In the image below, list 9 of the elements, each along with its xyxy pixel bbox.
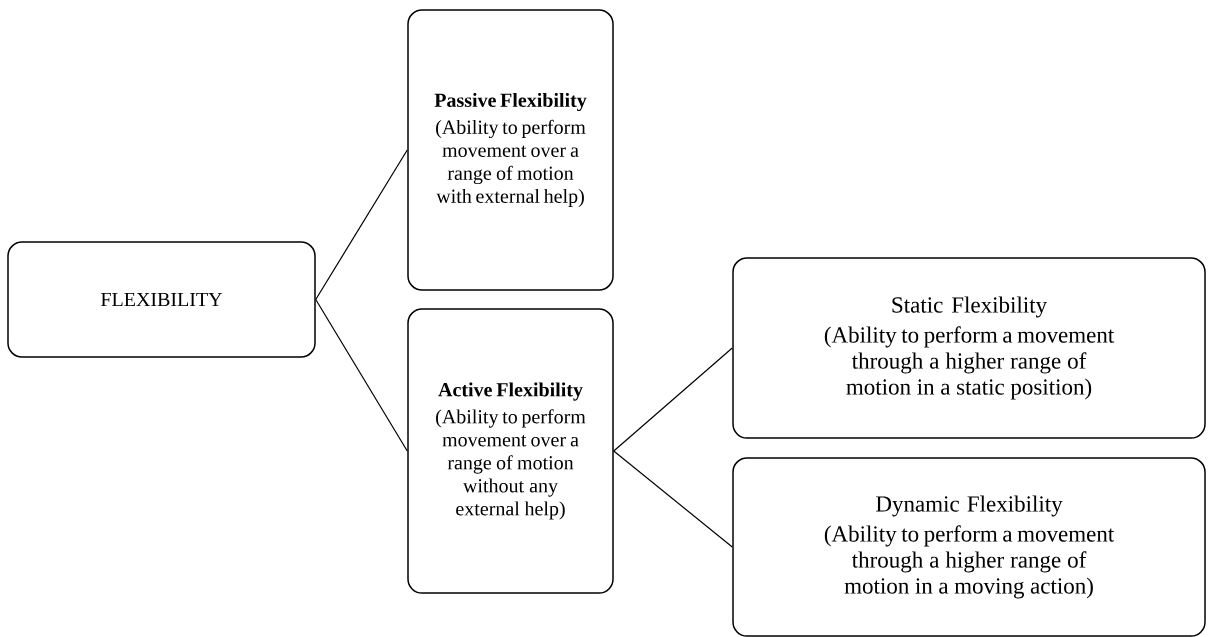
rounded-box: FLEXIBILITY bbox=[7, 241, 316, 358]
connector-line bbox=[315, 298, 408, 452]
connector-line bbox=[315, 149, 408, 301]
rounded-box: Passive Flexibility (Ability to perform movement over a range of motion with external help) bbox=[407, 9, 614, 291]
rounded-box: Active Flexibility (Ability to perform movement over a range of motion without any external help) bbox=[407, 308, 614, 594]
rounded-box: Dynamic Flexibility (Ability to perform a movement through a higher range of motion in a moving action) bbox=[732, 457, 1206, 637]
connector-line bbox=[613, 347, 733, 452]
connector-line bbox=[613, 450, 733, 548]
rounded-box: Static Flexibility (Ability to perform a movement through a higher range of motion in a static position) bbox=[732, 257, 1206, 439]
